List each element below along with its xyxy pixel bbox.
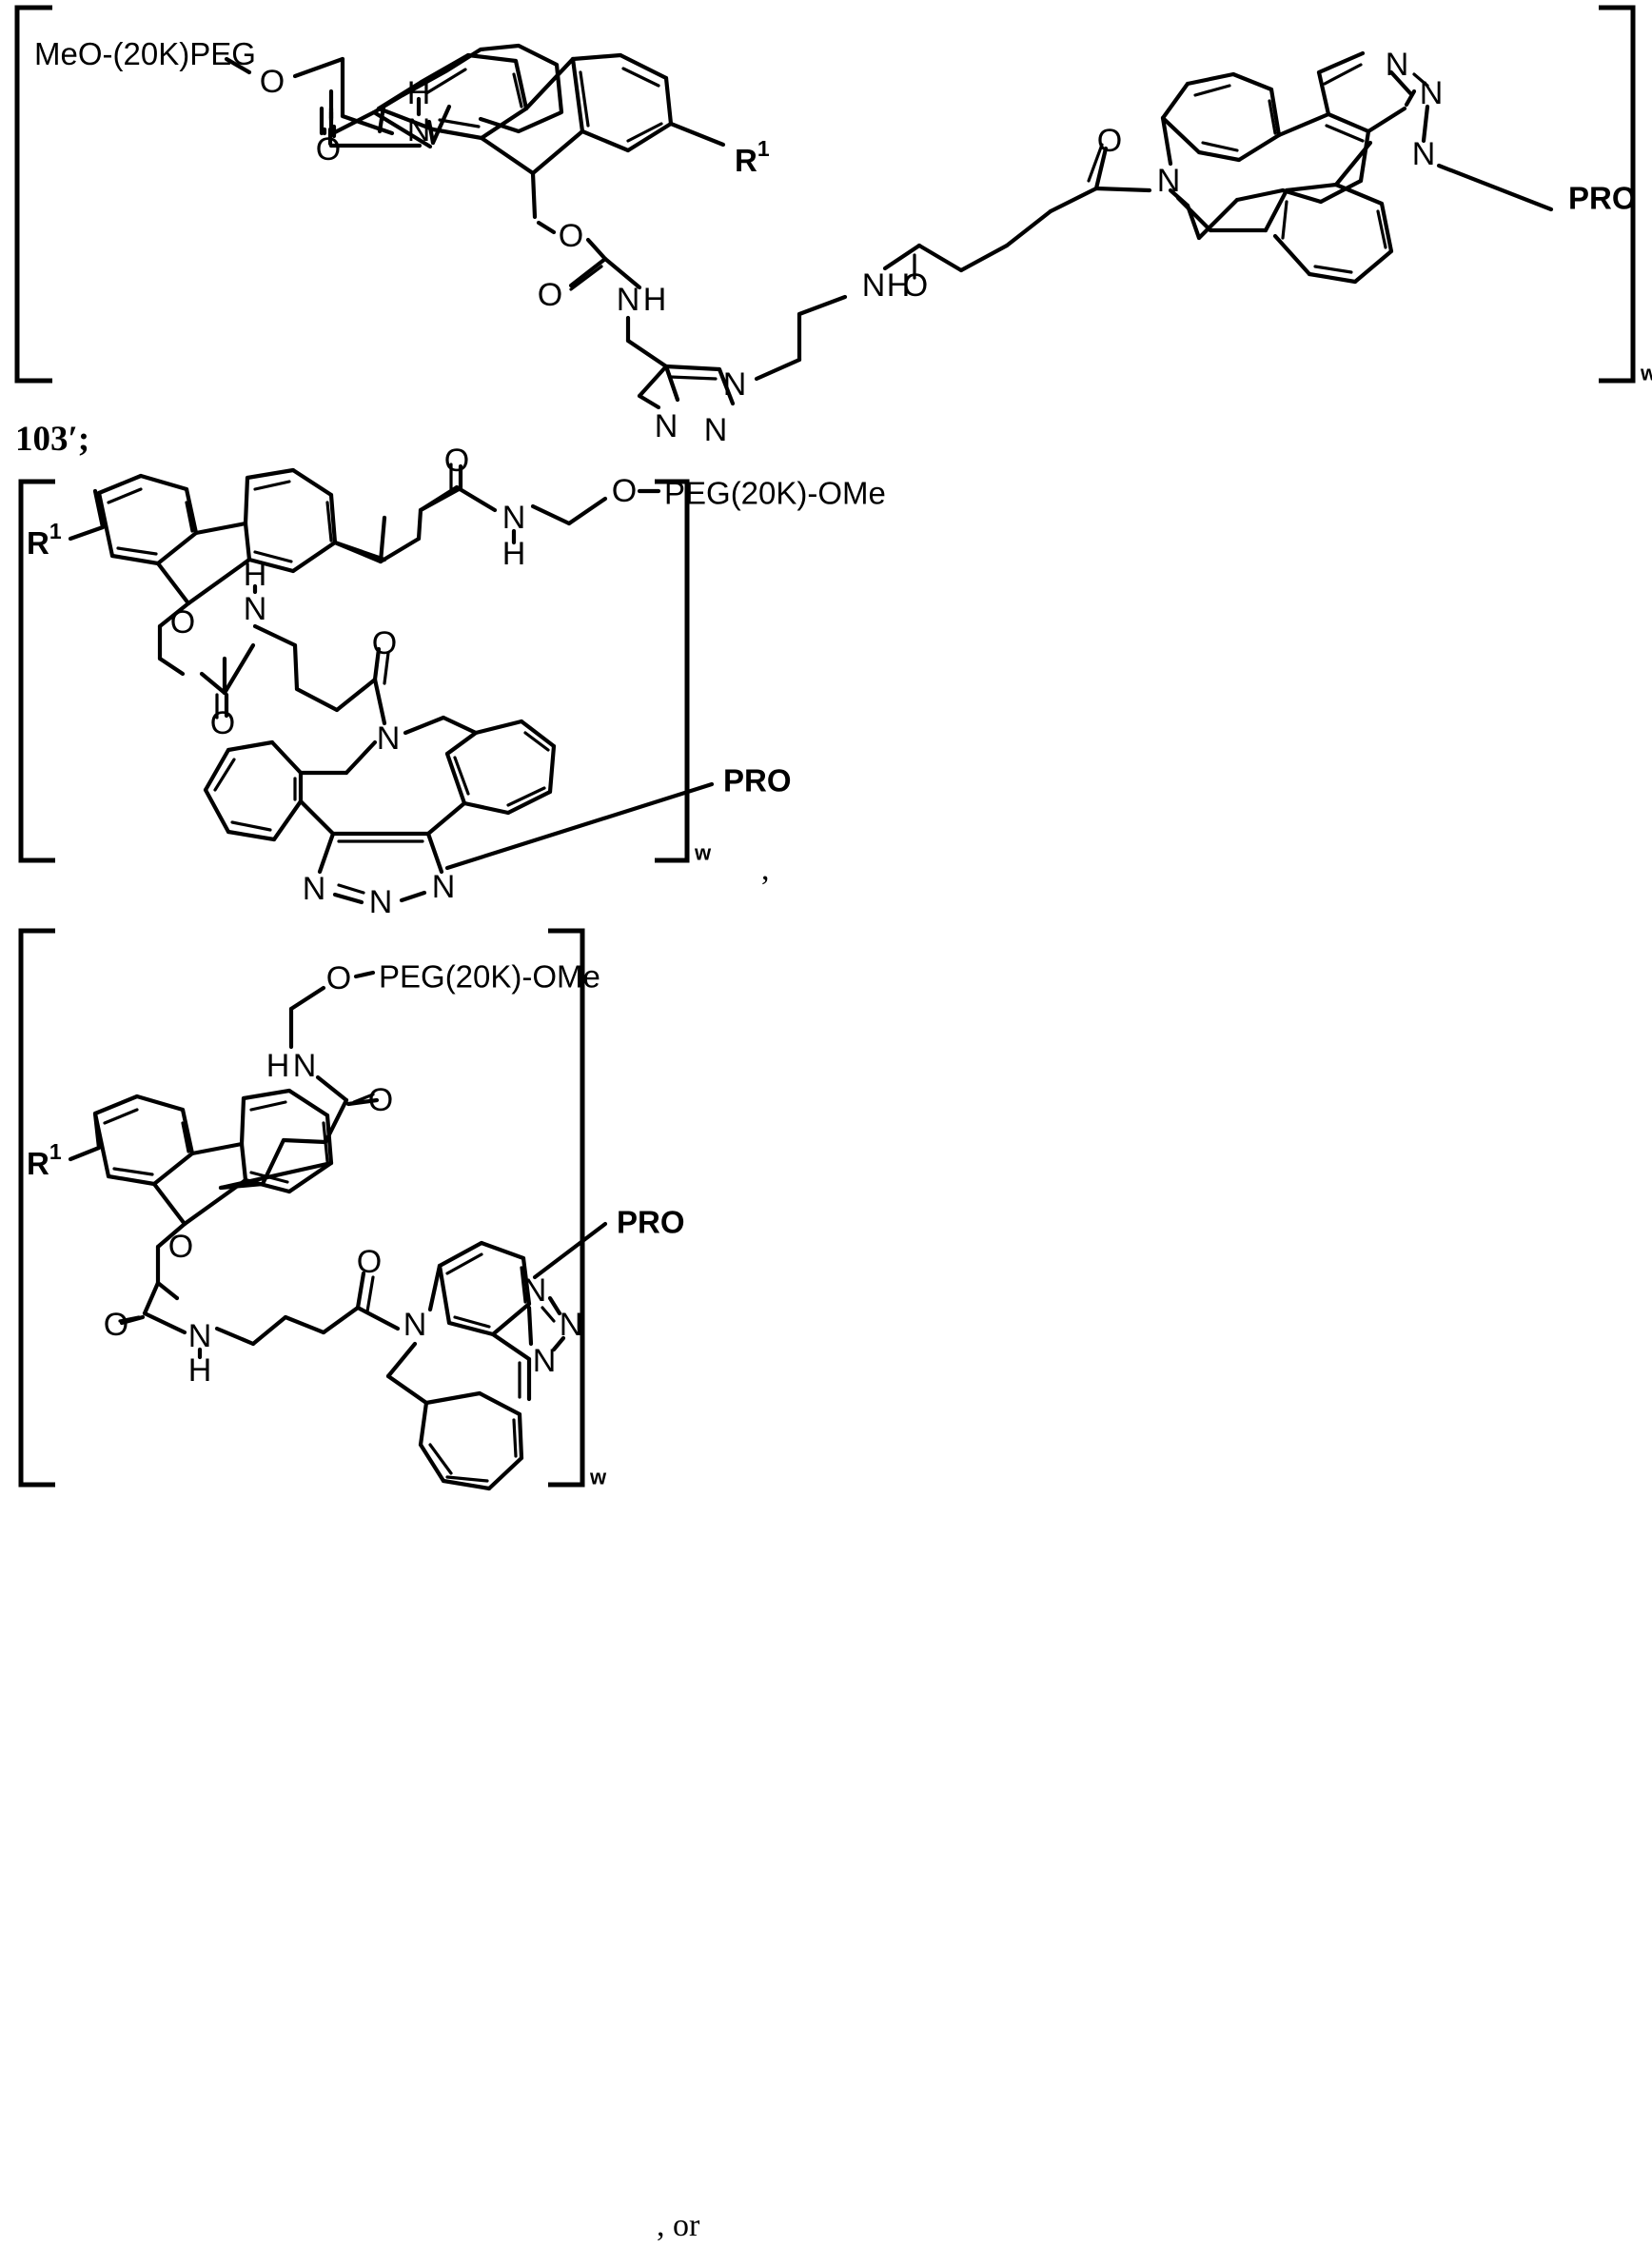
peg-terminus-label-2: PEG(20K)-OMe <box>664 476 886 511</box>
dbco-ring-system-2 <box>203 715 557 875</box>
dbco-ring-system-3 <box>385 1240 532 1491</box>
ketone-oxygen-2: O <box>372 625 397 661</box>
triazole-n2-2: N <box>369 884 393 920</box>
figure-label-103: 103′; <box>15 420 90 459</box>
dbco-triazole-n1-1: N <box>1386 47 1409 83</box>
carbamate-double-oxygen-2: O <box>210 705 235 741</box>
carbamate-ester-oxygen-1: O <box>559 218 583 254</box>
carbamate-ester-oxygen-3: O <box>168 1229 193 1265</box>
fluorene-ring-system-2 <box>92 467 338 606</box>
linker-amide-nitrogen-1: N <box>862 267 886 304</box>
dbco-ring-system-1 <box>1160 50 1413 285</box>
structure-3: O PEG(20K)-OMe N H O R1 <box>0 914 856 2246</box>
linker-amide-oxygen-1: O <box>903 267 928 304</box>
pro-label-1: PRO <box>1568 181 1637 216</box>
r1-label-3: R1 <box>27 1139 62 1181</box>
dbco-nitrogen-1: N <box>1157 163 1181 199</box>
triazole-n2-1: N <box>655 408 678 444</box>
carbonyl-oxygen-3: O <box>368 1082 393 1118</box>
triazole-n3-1: N <box>704 412 728 448</box>
r1-label-2: R1 <box>27 519 62 561</box>
ketone-oxygen-3: O <box>357 1244 382 1280</box>
dbco-carbonyl-oxygen-1: O <box>1097 123 1122 159</box>
linker-amide-hydrogen-1: H <box>887 267 911 304</box>
or-after-structure-3: , or <box>657 2208 700 2243</box>
dbco-nitrogen-3: N <box>403 1307 427 1343</box>
carbamate-nitrogen-2: N <box>244 591 267 627</box>
triazole-n3-2: N <box>432 869 456 905</box>
fluorene-ring-system-3 <box>92 1088 334 1227</box>
right-bracket-1 <box>1599 5 1636 384</box>
triazole-n1-2: N <box>303 871 326 907</box>
triazole-ring-1 <box>637 364 736 410</box>
structure-2: R1 <box>0 443 886 920</box>
pro-label-2: PRO <box>723 763 792 798</box>
bracket-subscript-2: w <box>694 841 712 865</box>
structure-1: MeO-(20K)PEG O N H <box>0 0 1652 448</box>
comma-after-structure-2: , <box>761 852 770 887</box>
amide-nitrogen-3: N <box>293 1048 317 1084</box>
carbamate-ester-oxygen-2: O <box>170 604 195 641</box>
right-bracket-2 <box>655 479 690 863</box>
ether-oxygen-2: O <box>612 473 637 509</box>
ether-oxygen-1: O <box>260 64 285 100</box>
bracket-subscript-1: w <box>1640 362 1652 385</box>
dbco-nitrogen-2: N <box>377 720 401 757</box>
left-bracket-1 <box>14 5 52 384</box>
carbonyl-oxygen-2: O <box>444 443 469 479</box>
r1-label-1: R1 <box>735 136 770 178</box>
carbamate-nitrogen-1: N <box>617 282 640 318</box>
peg-terminus-label-1: MeO-(20K)PEG <box>34 36 256 71</box>
left-bracket-2 <box>18 479 55 863</box>
amide-hydrogen-3: H <box>266 1048 290 1084</box>
carbamate-double-oxygen-3: O <box>104 1307 128 1343</box>
bracket-subscript-3: w <box>589 1466 607 1489</box>
peg-terminus-label-3: PEG(20K)-OMe <box>379 959 600 995</box>
left-bracket-3 <box>18 928 55 1488</box>
pro-label-3: PRO <box>617 1205 685 1240</box>
fluorene-ring-system-1 <box>371 43 674 176</box>
carbonyl-oxygen-1: O <box>316 131 341 168</box>
carbamate-double-oxygen-1: O <box>538 277 562 313</box>
carbamate-hydrogen-1: H <box>643 282 667 318</box>
triazole-n1-1: N <box>723 366 747 403</box>
right-bracket-3 <box>548 928 585 1488</box>
ether-oxygen-3: O <box>326 960 351 996</box>
